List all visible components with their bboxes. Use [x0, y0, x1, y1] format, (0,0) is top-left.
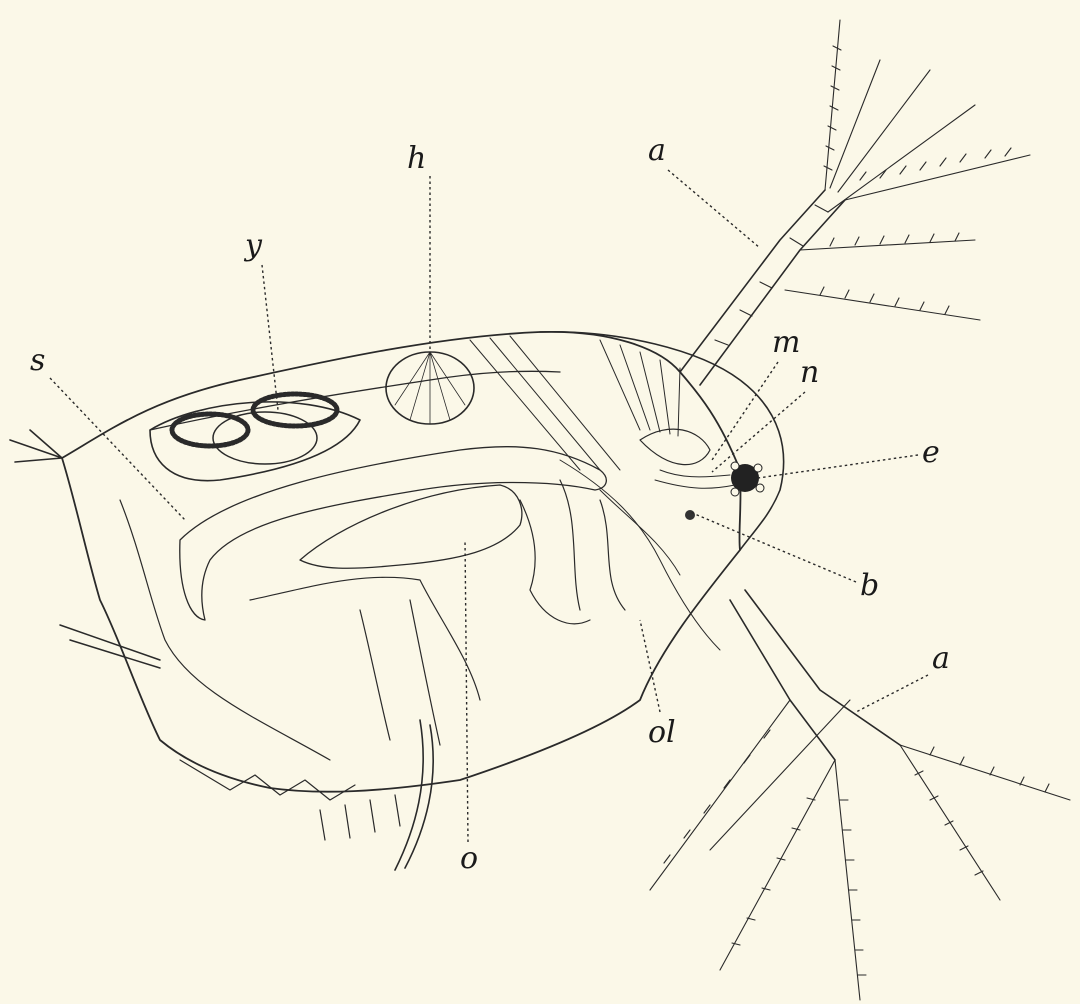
- label-y: y: [243, 228, 263, 263]
- antenna-upper: [680, 20, 1030, 385]
- antenna-lower: [650, 590, 1070, 1000]
- label-n: n: [800, 355, 819, 390]
- figure-labels: a h y s m n e b a o ol: [30, 133, 950, 876]
- head-muscles: [470, 336, 720, 650]
- label-a-lower: a: [932, 641, 950, 676]
- label-m: m: [772, 325, 800, 360]
- thoracic-legs: [120, 480, 625, 840]
- label-b: b: [860, 568, 879, 603]
- label-e: e: [922, 435, 940, 470]
- heart-structure: [386, 352, 474, 424]
- label-ol: ol: [648, 715, 676, 750]
- egg-structure: [150, 394, 360, 481]
- brain: [640, 429, 735, 520]
- intestine: [180, 447, 607, 620]
- label-o: o: [460, 841, 478, 876]
- postabdominal-claw: [395, 720, 433, 870]
- label-h: h: [407, 141, 426, 176]
- ovary: [300, 485, 522, 568]
- label-s: s: [30, 343, 45, 378]
- eye: [731, 462, 764, 496]
- label-a-upper: a: [648, 133, 666, 168]
